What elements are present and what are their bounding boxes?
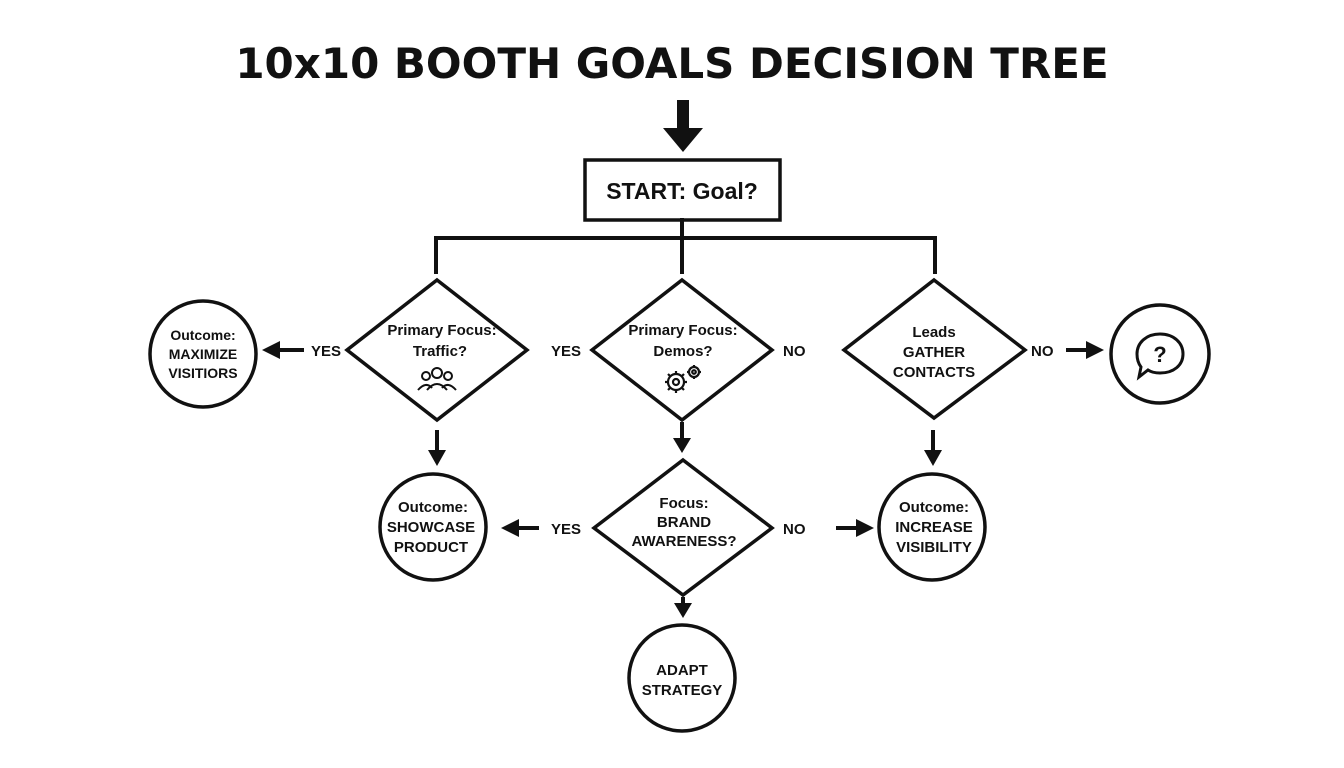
outcome-maximize-line1: Outcome:	[170, 327, 235, 343]
decision-brand-line2: BRAND	[657, 514, 711, 531]
edge-label-traffic-yes: YES	[311, 343, 341, 360]
outcome-showcase-line1: Outcome:	[398, 499, 468, 516]
arrow-traffic-down	[428, 430, 446, 466]
edge-label-leads-no: NO	[1031, 343, 1054, 360]
outcome-maximize-line2: MAXIMIZE	[169, 346, 237, 362]
edge-label-demos-no: NO	[783, 343, 806, 360]
diagram-title: 10x10 BOOTH GOALS DECISION TREE	[235, 39, 1108, 88]
arrow-demos-down	[673, 422, 691, 453]
edge-label-brand-no: NO	[783, 521, 806, 538]
decision-brand: Focus: BRAND AWARENESS?	[591, 457, 775, 598]
start-label: START: Goal?	[606, 178, 758, 204]
decision-demos-line1: Primary Focus:	[628, 322, 737, 339]
decision-demos: Primary Focus: Demos?	[589, 277, 775, 423]
start-node: START: Goal?	[583, 158, 782, 222]
arrow-title-to-start	[663, 100, 703, 152]
outcome-adapt-line2: STRATEGY	[642, 682, 723, 699]
outcome-increase-line2: INCREASE	[895, 519, 973, 536]
arrow-traffic-yes: YES	[262, 341, 341, 360]
question-speech-bubble-icon: ?	[1135, 332, 1185, 381]
gears-icon	[665, 365, 701, 393]
decision-traffic-line2: Traffic?	[413, 343, 467, 360]
edge-label-brand-yes: YES	[551, 521, 581, 538]
outcome-question: ?	[1109, 303, 1211, 405]
decision-leads: Leads GATHER CONTACTS	[841, 277, 1028, 421]
decision-traffic: Primary Focus: Traffic?	[344, 277, 530, 423]
arrow-leads-no: NO	[1031, 341, 1104, 360]
edge-label-demos-yes: YES	[551, 343, 581, 360]
decision-brand-line3: AWARENESS?	[631, 533, 736, 550]
outcome-showcase-line2: SHOWCASE	[387, 519, 475, 536]
outcome-increase-line1: Outcome:	[899, 499, 969, 516]
decision-traffic-line1: Primary Focus:	[387, 322, 496, 339]
arrow-brand-down	[674, 597, 692, 618]
outcome-maximize-line3: VISITIORS	[168, 365, 237, 381]
outcome-showcase: Outcome: SHOWCASE PRODUCT	[378, 472, 488, 582]
arrow-brand-no: NO	[783, 519, 874, 538]
branch-connector	[434, 218, 937, 274]
decision-leads-line3: CONTACTS	[893, 364, 975, 381]
outcome-adapt: ADAPT STRATEGY	[627, 623, 737, 733]
outcome-maximize: Outcome: MAXIMIZE VISITIORS	[148, 299, 258, 409]
arrow-brand-yes: YES	[501, 519, 581, 538]
decision-brand-line1: Focus:	[659, 495, 708, 512]
decision-demos-line2: Demos?	[653, 343, 712, 360]
outcome-adapt-line1: ADAPT	[656, 662, 708, 679]
outcome-increase: Outcome: INCREASE VISIBILITY	[877, 472, 987, 582]
outcome-showcase-line3: PRODUCT	[394, 539, 468, 556]
decision-leads-line1: Leads	[912, 324, 955, 341]
outcome-increase-line3: VISIBILITY	[896, 539, 972, 556]
svg-text:?: ?	[1153, 342, 1166, 367]
decision-leads-line2: GATHER	[903, 344, 965, 361]
people-group-icon	[417, 367, 457, 391]
arrow-leads-down	[924, 430, 942, 466]
